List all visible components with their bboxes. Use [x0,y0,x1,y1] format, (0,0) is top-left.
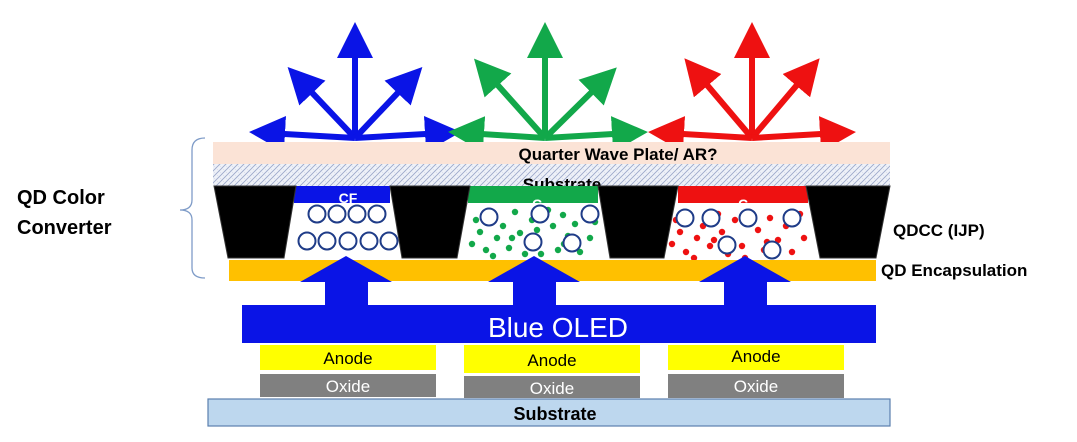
anode-label-3: Anode [731,347,780,366]
anode-label-1: Anode [323,349,372,368]
oxide-label-2: Oxide [530,379,574,398]
oxide-pad-3 [668,374,844,398]
qd-encapsulation-label: QD Encapsulation [881,261,1027,280]
color-filter-red [678,186,808,203]
qd-color-converter-label-line2: Converter [17,217,112,239]
bottom-substrate-layer [207,398,891,427]
qdcc-label: QDCC (IJP) [893,221,985,240]
quarter-wave-plate-layer [213,142,890,164]
red-emission-arrows [648,22,856,153]
blue-emission-arrows [249,22,461,152]
color-filter-blue [294,186,390,203]
qd-color-converter-label-line1: QD Color [17,187,105,209]
quarter-wave-plate-label: Quarter Wave Plate/ AR? [518,145,717,164]
scattering-particles [297,204,802,260]
color-filter-label-left: CF [339,190,358,206]
blue-light-up-arrows [300,256,791,306]
color-filter-green [468,186,598,203]
oxide-pad-1 [260,374,436,397]
black-bank-structures [213,185,891,259]
anode-pad-1 [260,345,436,370]
blue-oled-label: Blue OLED [488,312,628,343]
bottom-substrate-label: Substrate [513,404,596,424]
qd-color-converter-bracket [179,137,206,279]
anode-pad-3 [668,345,844,370]
oxide-pad-2 [464,376,640,398]
green-emission-arrows [448,22,648,153]
top-substrate-layer [213,164,890,186]
anode-pad-2 [464,345,640,373]
blue-oled-layer [242,305,876,343]
anode-label-2: Anode [527,351,576,370]
oxide-label-3: Oxide [734,377,778,396]
oxide-label-1: Oxide [326,377,370,396]
